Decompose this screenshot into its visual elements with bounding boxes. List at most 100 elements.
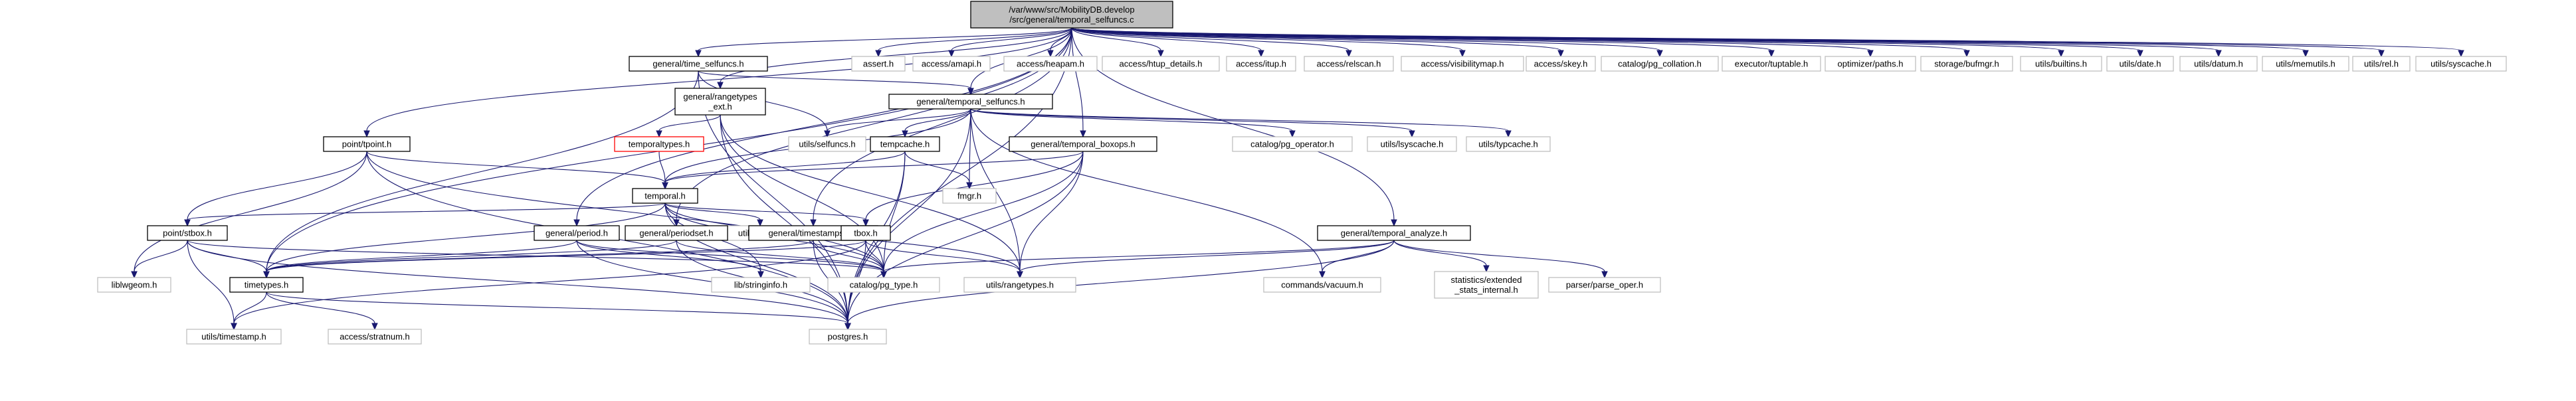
edge-line	[266, 240, 866, 272]
node-box	[870, 136, 940, 152]
node-datum[interactable]: utils/datum.h	[2179, 56, 2258, 72]
node-relscan[interactable]: access/relscan.h	[1304, 56, 1394, 72]
edge-line	[1071, 27, 1561, 51]
arrowhead-icon	[1157, 50, 1164, 58]
node-memutils[interactable]: utils/memutils.h	[2262, 56, 2349, 72]
node-amapi[interactable]: access/amapi.h	[912, 56, 991, 72]
node-label: utils/typcache.h	[1478, 139, 1538, 149]
node-box	[1526, 56, 1596, 72]
edge-stbox-to-liblwgeom	[131, 240, 188, 279]
node-label: access/htup_details.h	[1119, 59, 1202, 69]
edge-line	[664, 202, 761, 220]
node-pg_collation[interactable]: catalog/pg_collation.h	[1601, 56, 1719, 72]
arrowhead-icon	[673, 219, 680, 227]
edge-line	[970, 108, 1293, 131]
node-box	[1466, 136, 1551, 152]
node-heapam[interactable]: access/heapam.h	[1003, 56, 1098, 72]
node-box	[963, 277, 1076, 293]
node-typcache[interactable]: utils/typcache.h	[1466, 136, 1551, 152]
node-assert[interactable]: assert.h	[851, 56, 906, 72]
node-stringinfo[interactable]: lib/stringinfo.h	[711, 277, 811, 293]
edge-line	[187, 202, 666, 220]
node-tbox[interactable]: tbox.h	[841, 225, 891, 241]
node-label: general/temporal_analyze.h	[1341, 228, 1447, 238]
node-label: access/skey.h	[1534, 59, 1588, 69]
edge-line	[1019, 240, 1395, 272]
node-box	[1401, 56, 1524, 72]
node-time_selfuncs[interactable]: general/time_selfuncs.h	[629, 56, 768, 72]
edge-line	[865, 240, 1021, 272]
edge-line	[676, 240, 884, 272]
node-itup[interactable]: access/itup.h	[1226, 56, 1296, 72]
node-stbox[interactable]: point/stbox.h	[147, 225, 228, 241]
node-tpoint[interactable]: point/tpoint.h	[323, 136, 411, 152]
node-builtins[interactable]: utils/builtins.h	[2020, 56, 2102, 72]
edge-temporal_h-to-array	[664, 202, 763, 227]
edge-line	[233, 291, 267, 324]
node-paths[interactable]: optimizer/paths.h	[1825, 56, 1916, 72]
node-label: utils/builtins.h	[2035, 59, 2087, 69]
node-liblwgeom[interactable]: liblwgeom.h	[97, 277, 171, 293]
node-date[interactable]: utils/date.h	[2106, 56, 2174, 72]
node-temporal_analyze[interactable]: general/temporal_analyze.h	[1317, 225, 1471, 241]
node-fmgr[interactable]: fmgr.h	[942, 188, 997, 204]
node-box	[888, 94, 1053, 110]
node-temporal_h[interactable]: temporal.h	[632, 188, 698, 204]
node-temporal_selfuncs_h[interactable]: general/temporal_selfuncs.h	[888, 94, 1053, 110]
node-periodset[interactable]: general/periodset.h	[625, 225, 728, 241]
node-rangetypes[interactable]: utils/rangetypes.h	[963, 277, 1076, 293]
arrowhead-icon	[363, 130, 370, 138]
node-box	[1434, 271, 1539, 299]
node-temporaltypes[interactable]: temporaltypes.h	[614, 136, 704, 152]
node-timetypes[interactable]: timetypes.h	[229, 277, 304, 293]
node-box	[2106, 56, 2174, 72]
edge-line	[1071, 27, 1349, 51]
node-rangetypes_ext[interactable]: general/rangetypes_ext.h	[674, 88, 766, 116]
node-timestamp[interactable]: utils/timestamp.h	[186, 329, 282, 345]
node-tempcache[interactable]: tempcache.h	[870, 136, 940, 152]
edge-timetypes-to-postgres	[266, 291, 851, 331]
node-box	[1825, 56, 1916, 72]
node-bufmgr[interactable]: storage/bufmgr.h	[1920, 56, 2013, 72]
edge-temporal_analyze-to-extended_stats	[1393, 240, 1490, 273]
edge-line	[664, 151, 906, 183]
node-visibilitymap[interactable]: access/visibilitymap.h	[1401, 56, 1524, 72]
arrowhead-icon	[1409, 130, 1415, 138]
edge-temporal_h-to-tbox	[664, 202, 869, 227]
node-extended_stats[interactable]: statistics/extended_stats_internal.h	[1434, 271, 1539, 299]
node-box	[1003, 56, 1098, 72]
node-vacuum[interactable]: commands/vacuum.h	[1263, 277, 1381, 293]
arrowhead-icon	[1080, 130, 1086, 138]
node-stratnum[interactable]: access/stratnum.h	[328, 329, 422, 345]
node-skey[interactable]: access/skey.h	[1526, 56, 1596, 72]
node-tuptable[interactable]: executor/tuptable.h	[1722, 56, 1821, 72]
arrowhead-icon	[131, 271, 138, 279]
node-label: /var/www/src/MobilityDB.develop	[1009, 5, 1134, 15]
node-box	[788, 136, 866, 152]
node-parse_oper[interactable]: parser/parse_oper.h	[1548, 277, 1661, 293]
node-box	[1601, 56, 1719, 72]
node-box	[2352, 56, 2411, 72]
node-pg_operator[interactable]: catalog/pg_operator.h	[1232, 136, 1353, 152]
node-rel[interactable]: utils/rel.h	[2352, 56, 2411, 72]
arrowhead-icon	[810, 219, 817, 227]
node-root[interactable]: /var/www/src/MobilityDB.develop/src/gene…	[970, 1, 1173, 29]
node-label: utils/lsyscache.h	[1381, 139, 1444, 149]
node-period[interactable]: general/period.h	[534, 225, 620, 241]
node-box	[97, 277, 171, 293]
node-htup_details[interactable]: access/htup_details.h	[1102, 56, 1220, 72]
node-label: storage/bufmgr.h	[1934, 59, 1999, 69]
node-box	[841, 225, 891, 241]
node-lsyscache[interactable]: utils/lsyscache.h	[1367, 136, 1457, 152]
node-temporal_boxops[interactable]: general/temporal_boxops.h	[1009, 136, 1157, 152]
node-postgres[interactable]: postgres.h	[809, 329, 887, 345]
node-syscache[interactable]: utils/syscache.h	[2415, 56, 2507, 72]
edge-temporal_selfuncs_h-to-lsyscache	[970, 108, 1415, 138]
node-pg_type[interactable]: catalog/pg_type.h	[827, 277, 940, 293]
edge-line	[187, 240, 848, 324]
node-selfuncs[interactable]: utils/selfuncs.h	[788, 136, 866, 152]
node-box	[625, 225, 728, 241]
arrowhead-icon	[1557, 50, 1564, 58]
edge-line	[658, 114, 721, 131]
